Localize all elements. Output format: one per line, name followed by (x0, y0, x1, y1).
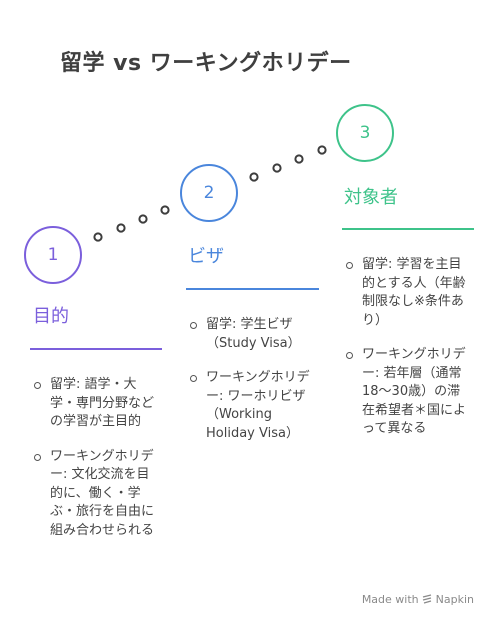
napkin-logo-icon (422, 594, 431, 604)
step-3-divider (342, 228, 474, 230)
list-item-text: ワーキングホリデー: 若年層（通常18〜30歳）の滞在希望者＊国によって異なる (362, 347, 467, 436)
bullet-icon (34, 453, 41, 461)
list-item: ワーキングホリデー: ワーホリビザ（Working Holiday Visa） (187, 369, 312, 443)
connector-dot (294, 154, 304, 164)
bullet-icon (190, 322, 197, 329)
step-3-list: 留学: 学習を主目的とする人（年齢制限なし※条件あり） ワーキングホリデー: 若… (343, 256, 471, 455)
step-1-heading: 目的 (33, 306, 69, 327)
step-1-list: 留学: 語学・大学・専門分野などの学習が主目的 ワーキングホリデー: 文化交流を… (31, 376, 161, 556)
step-1-divider (30, 348, 162, 350)
connector-dot (272, 163, 282, 173)
bullet-icon (346, 352, 353, 359)
list-item: 留学: 学習を主目的とする人（年齢制限なし※条件あり） (343, 256, 471, 330)
step-2-divider (186, 288, 319, 290)
connector-dot (249, 172, 259, 182)
step-2-heading: ビザ (188, 246, 224, 267)
footer-credit: Made with Napkin (362, 593, 474, 606)
step-3-heading: 対象者 (344, 187, 398, 208)
step-1-number: 1 (47, 245, 59, 265)
list-item: 留学: 語学・大学・専門分野などの学習が主目的 (31, 376, 161, 432)
connector-dot (138, 214, 148, 224)
list-item: 留学: 学生ビザ（Study Visa） (187, 316, 312, 353)
step-2-list: 留学: 学生ビザ（Study Visa） ワーキングホリデー: ワーホリビザ（W… (187, 316, 312, 459)
step-2-number: 2 (203, 183, 215, 203)
list-item-text: ワーキングホリデー: 文化交流を目的に、働く・学ぶ・旅行を自由に組み合わせられる (50, 448, 155, 538)
brand-label: Napkin (435, 593, 474, 606)
list-item: ワーキングホリデー: 若年層（通常18〜30歳）の滞在希望者＊国によって異なる (343, 346, 471, 439)
list-item-text: 留学: 学習を主目的とする人（年齢制限なし※条件あり） (362, 257, 466, 328)
list-item-text: 留学: 学生ビザ（Study Visa） (206, 317, 301, 351)
connector-dot (160, 205, 170, 215)
step-2-circle: 2 (180, 164, 238, 222)
connector-dot (116, 223, 126, 233)
connector-dot (93, 232, 103, 242)
step-1-circle: 1 (24, 226, 82, 284)
page-title: 留学 vs ワーキングホリデー (60, 51, 352, 76)
bullet-icon (190, 375, 197, 382)
bullet-icon (346, 262, 353, 269)
made-with-label: Made with (361, 593, 419, 606)
step-3-circle: 3 (336, 104, 394, 162)
bullet-icon (34, 382, 41, 389)
step-3-number: 3 (359, 123, 371, 143)
connector-dot (317, 145, 327, 155)
list-item-text: ワーキングホリデー: ワーホリビザ（Working Holiday Visa） (206, 370, 310, 441)
list-item: ワーキングホリデー: 文化交流を目的に、働く・学ぶ・旅行を自由に組み合わせられる (31, 448, 161, 541)
list-item-text: 留学: 語学・大学・専門分野などの学習が主目的 (50, 377, 155, 429)
